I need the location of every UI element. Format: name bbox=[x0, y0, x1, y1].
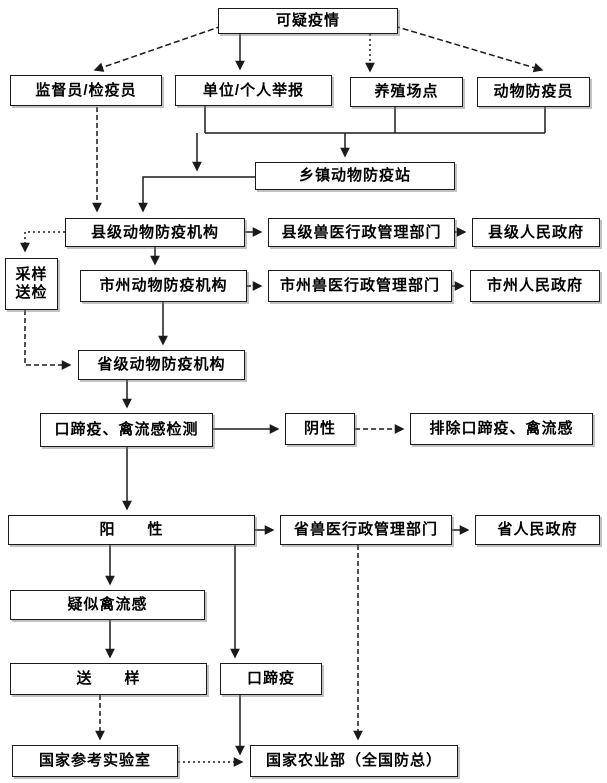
node-county-government: 县级人民政府 bbox=[472, 218, 600, 247]
node-supervisor-inspector: 监督员/检疫员 bbox=[10, 75, 162, 106]
node-city-agency: 市州动物防疫机构 bbox=[80, 270, 247, 302]
node-county-agency: 县级动物防疫机构 bbox=[65, 218, 245, 247]
arrow-sampling-to-province bbox=[24, 310, 72, 370]
node-fmd: 口蹄疫 bbox=[220, 663, 322, 695]
node-national-reference-lab: 国家参考实验室 bbox=[12, 745, 178, 777]
node-unit-individual-report: 单位/个人举报 bbox=[175, 75, 332, 106]
line-report-connector bbox=[204, 106, 546, 134]
node-city-government: 市州人民政府 bbox=[470, 270, 600, 302]
node-breeding-sites: 养殖场点 bbox=[350, 77, 463, 107]
node-province-agency: 省级动物防疫机构 bbox=[78, 350, 245, 380]
node-province-vet-admin: 省兽医行政管理部门 bbox=[280, 515, 452, 545]
node-city-vet-admin: 市州兽医行政管理部门 bbox=[268, 270, 452, 302]
node-suspected-ai: 疑似禽流感 bbox=[10, 590, 205, 620]
node-fmd-ai-testing: 口蹄疫、禽流感检测 bbox=[40, 413, 213, 447]
arrow-township-to-county bbox=[138, 176, 255, 213]
node-national-ministry-agriculture: 国家农业部（全国防总） bbox=[250, 745, 458, 777]
node-suspected-epidemic: 可疑疫情 bbox=[218, 8, 398, 34]
arrow-suspected-to-supervisor bbox=[93, 25, 223, 72]
node-animal-prevention-officer: 动物防疫员 bbox=[477, 77, 590, 107]
arrow-suspected-to-officer bbox=[393, 25, 544, 73]
node-positive: 阳 性 bbox=[8, 515, 255, 545]
node-county-vet-admin: 县级兽医行政管理部门 bbox=[268, 218, 455, 247]
node-negative: 阴性 bbox=[285, 413, 355, 445]
node-province-government: 省人民政府 bbox=[475, 515, 600, 545]
node-exclude-fmd-ai: 排除口蹄疫、禽流感 bbox=[410, 413, 593, 445]
node-sampling-submission: 采样 送检 bbox=[5, 258, 58, 310]
node-send-sample: 送 样 bbox=[10, 663, 207, 695]
arrow-county-to-sampling bbox=[20, 231, 65, 253]
node-township-station: 乡镇动物防疫站 bbox=[255, 162, 455, 190]
